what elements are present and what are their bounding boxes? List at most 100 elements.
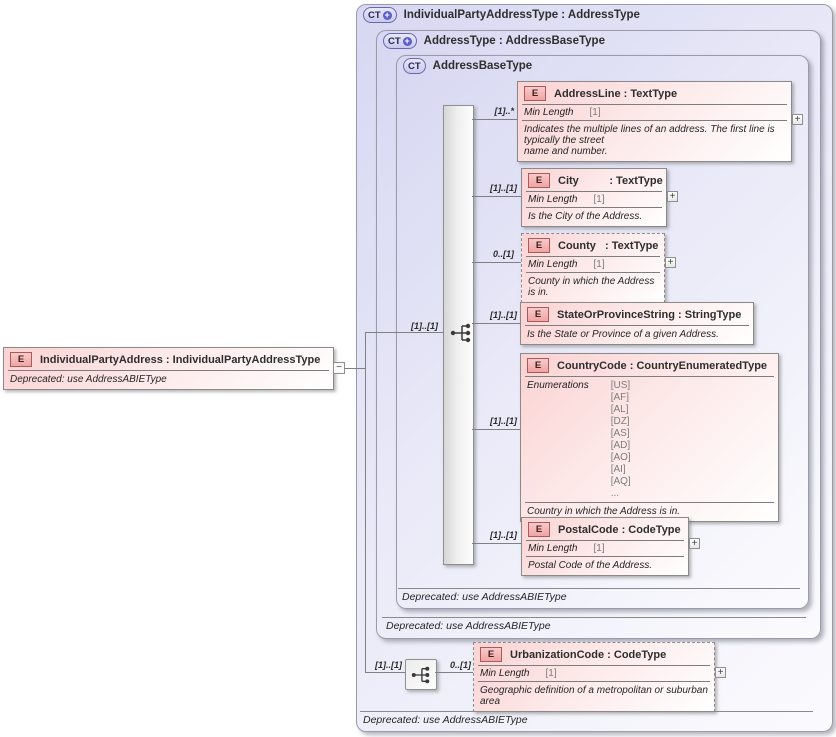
divider [526, 256, 660, 257]
complex-type-header: CT+ AddressType : AddressBaseType [383, 33, 605, 49]
divider [382, 617, 806, 618]
deprecated-note: Deprecated: use AddressABIEType [402, 591, 567, 603]
element-address-line[interactable]: E AddressLine : TextType Min Length[1] I… [517, 81, 792, 162]
expand-button[interactable]: + [667, 191, 678, 202]
element-title: County : TextType [558, 239, 659, 252]
enum-value-ellipsis: ... [610, 488, 620, 499]
element-city[interactable]: E City : TextType Min Length [1] Is the C… [521, 168, 667, 227]
element-description: Indicates the multiple lines of an addre… [524, 124, 775, 157]
facet-label: Min Length [528, 194, 578, 205]
element-description: Postal Code of the Address. [528, 560, 653, 571]
collapse-toggle[interactable]: − [333, 362, 345, 374]
divider [525, 325, 749, 326]
complex-type-header: CT+ IndividualPartyAddressType : Address… [363, 7, 640, 23]
element-urbanization-code[interactable]: E UrbanizationCode : CodeType Min Length… [473, 642, 715, 712]
divider [522, 120, 787, 121]
element-title: PostalCode : CodeType [558, 523, 681, 536]
element-title: UrbanizationCode : CodeType [510, 648, 667, 661]
enum-value: [AS] [610, 428, 630, 439]
element-title: CountryCode : CountryEnumeratedType [557, 359, 768, 372]
cardinality-label: [1]..[1] [490, 530, 517, 540]
connector-line [472, 262, 521, 263]
deprecated-note: Deprecated: use AddressABIEType [10, 374, 167, 385]
deprecated-note: Deprecated: use AddressABIEType [363, 714, 528, 726]
cardinality-label: [1]..[1] [411, 321, 438, 331]
divider [478, 681, 710, 682]
element-description: Is the City of the Address. [528, 211, 643, 222]
element-county[interactable]: E County : TextType Min Length[1] County… [521, 233, 665, 303]
deprecated-note: Deprecated: use AddressABIEType [386, 620, 551, 632]
connector-line [472, 543, 521, 544]
ct-badge-label: CT [408, 60, 421, 72]
enum-value: [AD] [610, 440, 631, 451]
element-description: Is the State or Province of a given Addr… [527, 329, 719, 340]
divider [526, 540, 684, 541]
sequence-indicator[interactable] [405, 659, 437, 690]
connector-line [345, 368, 366, 369]
facet-value: [1] [593, 259, 605, 270]
cardinality-label: 0..[1] [492, 249, 514, 259]
divider [526, 191, 662, 192]
expand-button[interactable]: + [689, 538, 700, 549]
enum-value: [US] [610, 380, 631, 391]
element-state-or-province-string[interactable]: E StateOrProvinceString : StringType Is … [520, 302, 754, 345]
element-postal-code[interactable]: E PostalCode : CodeType Min Length[1] Po… [521, 517, 689, 576]
complex-type-title: AddressBaseType [432, 60, 533, 72]
element-badge: E [528, 173, 550, 188]
facet-label: Min Length [480, 668, 530, 679]
sequence-icon [450, 323, 471, 343]
element-title: IndividualPartyAddress : IndividualParty… [40, 353, 321, 366]
connector-line [365, 332, 443, 333]
facet-label: Min Length [528, 543, 578, 554]
complex-type-badge: CT+ [383, 33, 417, 49]
divider [478, 665, 710, 666]
element-individual-party-address[interactable]: E IndividualPartyAddress : IndividualPar… [3, 347, 334, 390]
cardinality-label: [1]..[1] [490, 310, 517, 320]
cardinality-label: 0..[1] [449, 660, 471, 670]
sequence-icon [411, 666, 430, 683]
cardinality-label: [1]..[1] [375, 660, 402, 670]
cardinality-label: [1]..* [494, 106, 514, 116]
facet-value: [1] [593, 194, 605, 205]
divider [8, 370, 329, 371]
ct-badge-label: CT [388, 35, 401, 47]
expand-button[interactable]: + [665, 257, 676, 268]
enumeration-values: [US] [AF] [AL] [DZ] [AS] [AD] [AO] [AI] … [611, 380, 631, 499]
element-badge: E [480, 647, 502, 662]
divider [526, 272, 660, 273]
enum-value: [AO] [610, 452, 631, 463]
cardinality-label: [1]..[1] [490, 183, 517, 193]
divider [525, 502, 774, 503]
divider [526, 556, 684, 557]
element-badge: E [10, 352, 32, 367]
facet-label: Min Length [528, 259, 578, 270]
connector-line [435, 672, 473, 673]
connector-line [472, 429, 520, 430]
element-badge: E [527, 307, 549, 322]
element-description: Geographic definition of a metropolitan … [480, 685, 708, 707]
complex-type-title: IndividualPartyAddressType : AddressType [403, 9, 640, 21]
element-country-code[interactable]: E CountryCode : CountryEnumeratedType En… [520, 353, 779, 522]
connector-line [472, 119, 517, 120]
derived-plus-icon: + [402, 35, 412, 46]
expand-button[interactable]: + [715, 667, 726, 678]
expand-button[interactable]: + [792, 114, 803, 125]
complex-type-badge: CT [403, 58, 426, 74]
element-badge: E [527, 358, 549, 373]
enum-value: [AI] [610, 464, 626, 475]
divider [398, 588, 800, 589]
element-title: AddressLine : TextType [554, 87, 678, 100]
element-title: StateOrProvinceString : StringType [557, 308, 742, 321]
connector-line [472, 323, 520, 324]
enum-value: [DZ] [610, 416, 630, 427]
connector-line [472, 196, 521, 197]
complex-type-badge: CT+ [363, 7, 397, 23]
facet-label: Enumerations [527, 380, 589, 391]
element-title: City : TextType [558, 174, 663, 187]
facet-label: Min Length [524, 107, 574, 118]
element-badge: E [528, 238, 550, 253]
complex-type-title: AddressType : AddressBaseType [423, 35, 605, 47]
enum-value: [AL] [610, 404, 629, 415]
facet-value: [1] [589, 107, 601, 118]
